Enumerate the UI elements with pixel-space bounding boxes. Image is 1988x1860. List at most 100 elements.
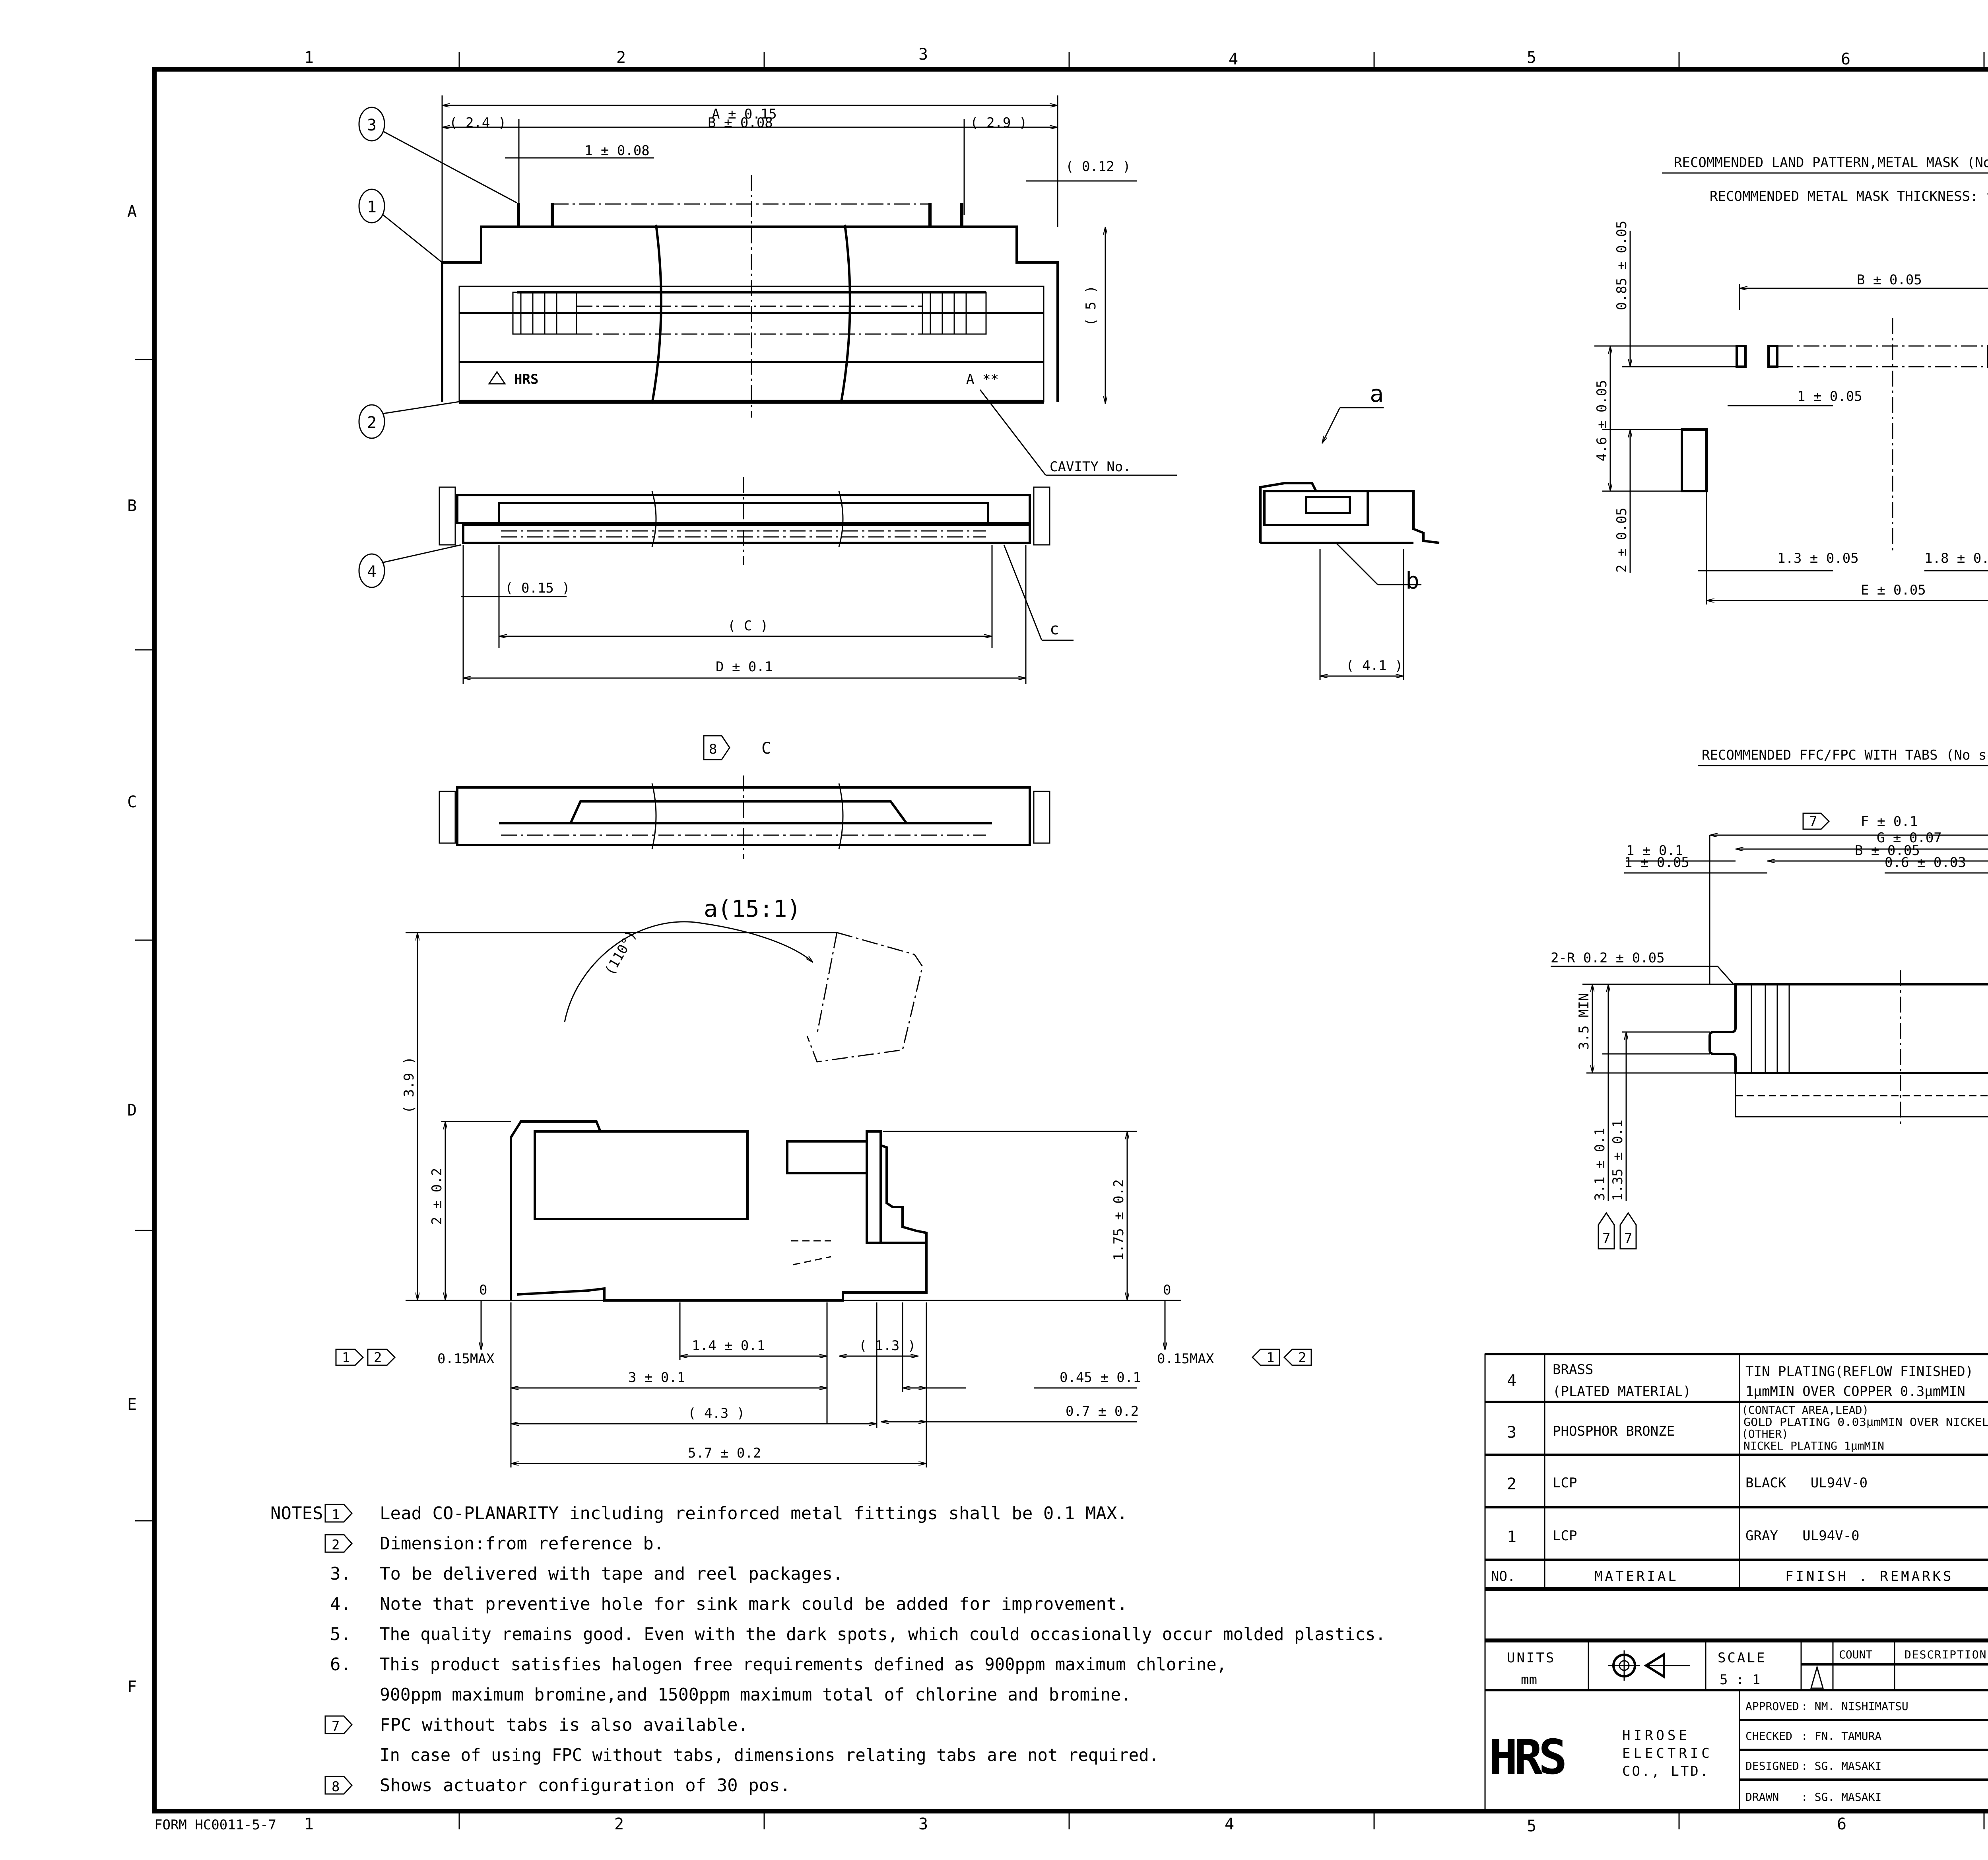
mat-4-finish-1: TIN PLATING(REFLOW FINISHED) [1745,1364,1973,1380]
form-number: FORM HC0011-5-7 [154,1817,276,1833]
projection-symbol-icon [1608,1650,1690,1681]
units-value: mm [1521,1672,1537,1688]
sheet-border [135,52,1988,1829]
flag-2-left: 2 [374,1350,382,1366]
svg-text:E: E [127,1395,137,1414]
svg-text:8: 8 [332,1779,340,1795]
dim-b: B ± 0.08 [708,115,773,131]
svg-text:To be delivered with tape and: To be delivered with tape and reel packa… [380,1564,843,1584]
svg-text:2: 2 [332,1537,340,1553]
ref-c: c [1050,620,1059,638]
angle-110: (110°) [602,928,640,978]
svg-text:1: 1 [304,49,314,67]
note-8: 8 Shows actuator configuration of 30 pos… [324,1775,790,1796]
company-name-1: HIROSE [1622,1728,1690,1743]
svg-text:F: F [127,1678,137,1696]
dim-1-8-land: 1.8 ± 0.05 [1924,550,1988,566]
balloon-4: 4 [367,563,377,581]
note-1: 1 Lead CO-PLANARITY including reinforced… [324,1503,1128,1524]
svg-text:C: C [127,793,137,811]
sig-drawn-name: : SG. MASAKI [1801,1790,1881,1804]
svg-text:4: 4 [1225,1815,1234,1833]
mat-3-finish-4: NICKEL PLATING 1μmMIN [1743,1439,1884,1452]
svg-text:2: 2 [616,49,626,67]
dim-3-5-min: 3.5 MIN [1576,993,1592,1050]
dim-2-land: 2 ± 0.05 [1614,507,1630,573]
coplanarity-right: 0.15MAX [1157,1351,1214,1367]
mat-header-finish: FINISH . REMARKS [1785,1568,1954,1584]
note-6-cont: 900ppm maximum bromine,and 1500ppm maxim… [380,1685,1131,1705]
dim-3: 3 ± 0.1 [628,1370,685,1386]
mat-1-finish: GRAY UL94V-0 [1745,1528,1860,1544]
svg-text:6: 6 [1837,1815,1846,1833]
svg-text:Dimension:from reference b.: Dimension:from reference b. [380,1533,664,1554]
svg-text:900ppm maximum bromine,and 150: 900ppm maximum bromine,and 1500ppm maxim… [380,1685,1131,1705]
side-view: a b ( 4.1 ) [1259,380,1440,680]
flag-7-v2: 7 [1624,1230,1632,1246]
balloon-1: 1 [367,198,377,216]
flag-7-f: 7 [1809,814,1817,830]
note-3: 3. To be delivered with tape and reel pa… [330,1564,843,1584]
svg-text:3: 3 [918,45,928,64]
title-block: UNITS mm SCALE 5 : 1 COUNT DESCRIPTION O… [1484,1638,1988,1812]
notes: NOTES 1 Lead CO-PLANARITY including rein… [270,1503,1386,1796]
row-labels-left: A B C D E F [127,202,137,1696]
mat-no-2: 2 [1507,1475,1516,1493]
radius-left: 2-R 0.2 ± 0.05 [1551,950,1665,966]
mat-3-finish-1: (CONTACT AREA,LEAD) [1741,1403,1869,1417]
top-view: A ± 0.15 ( 2.4 ) B ± 0.08 ( 2.9 ) 1 ± 0.… [358,95,1177,476]
company-name-3: CO., LTD. [1622,1763,1710,1779]
detail-a-title: a(15:1) [704,895,801,922]
note-2: 2 Dimension:from reference b. [324,1533,664,1554]
dim-1-3: ( 1.3 ) [859,1338,916,1354]
mat-no-1: 1 [1507,1528,1516,1546]
dim-0-12: ( 0.12 ) [1066,159,1131,175]
notes-label: NOTES [270,1503,323,1524]
ref-b: b [1406,567,1419,594]
dim-b-ffc: B ± 0.05 [1855,843,1920,859]
dim-1-4: 1.4 ± 0.1 [692,1338,765,1354]
land-pattern: RECOMMENDED LAND PATTERN,METAL MASK (No … [1594,155,1988,604]
sig-designed-role: DESIGNED [1745,1759,1799,1773]
svg-text:1: 1 [332,1507,340,1523]
scale-value: 5 : 1 [1720,1672,1760,1688]
dim-4-1: ( 4.1 ) [1346,658,1403,674]
units-label: UNITS [1507,1650,1555,1666]
sig-drawn-role: DRAWN [1745,1790,1779,1804]
detail-a: a(15:1) (110°) ( 3.9 ) 2 ± 0.2 1.75 ± 0.… [335,895,1312,1467]
dim-1-3-land: 1.3 ± 0.05 [1777,550,1859,566]
mat-3-finish-2: GOLD PLATING 0.03μmMIN OVER NICKEL 1μmMI… [1743,1415,1988,1429]
flag-8: 8 [709,741,717,757]
svg-text:FPC without tabs is also avail: FPC without tabs is also available. [380,1715,748,1735]
svg-text:Lead CO-PLANARITY including re: Lead CO-PLANARITY including reinforced m… [380,1503,1128,1524]
svg-text:1: 1 [304,1815,314,1833]
land-pattern-title: RECOMMENDED LAND PATTERN,METAL MASK (No … [1674,155,1988,171]
dim-0-45: 0.45 ± 0.1 [1060,1370,1141,1386]
ref-a: a [1370,380,1384,407]
note-7-cont: In case of using FPC without tabs, dimen… [380,1745,1159,1765]
dim-1-0-05: 1 ± 0.05 [1624,855,1689,871]
flag-1-left: 1 [342,1350,350,1366]
column-labels-top: 1 2 3 4 5 6 7 8 [304,45,1850,68]
svg-text:6.: 6. [330,1654,351,1675]
svg-text:A: A [127,202,137,221]
svg-text:4.: 4. [330,1594,351,1614]
view-c: 8 C [439,735,1050,859]
rev-col-description: DESCRIPTION OF REVISIONS [1905,1648,1988,1661]
dim-g: G ± 0.07 [1877,830,1942,846]
note-7: 7 FPC without tabs is also available. [324,1715,748,1735]
svg-text:5: 5 [1527,49,1536,67]
ffc-fpc: RECOMMENDED FFC/FPC WITH TABS (No scale)… [1551,747,1988,1250]
dim-0-15: ( 0.15 ) [505,580,570,596]
svg-text:3.: 3. [330,1564,351,1584]
svg-text:6: 6 [1841,50,1850,68]
dim-2-4: ( 2.4 ) [449,115,506,131]
dim-a: A ± 0.15 [712,106,777,122]
mat-3-material: PHOSPHOR BRONZE [1553,1423,1675,1439]
sig-approved-name: : NM. NISHIMATSU [1801,1700,1908,1713]
balloon-2: 2 [367,414,377,432]
dim-1-75: 1.75 ± 0.2 [1111,1179,1127,1261]
mat-header-no: NO. [1491,1568,1515,1584]
mat-4-material-2: (PLATED MATERIAL) [1553,1384,1691,1399]
dim-2-9: ( 2.9 ) [970,115,1027,131]
